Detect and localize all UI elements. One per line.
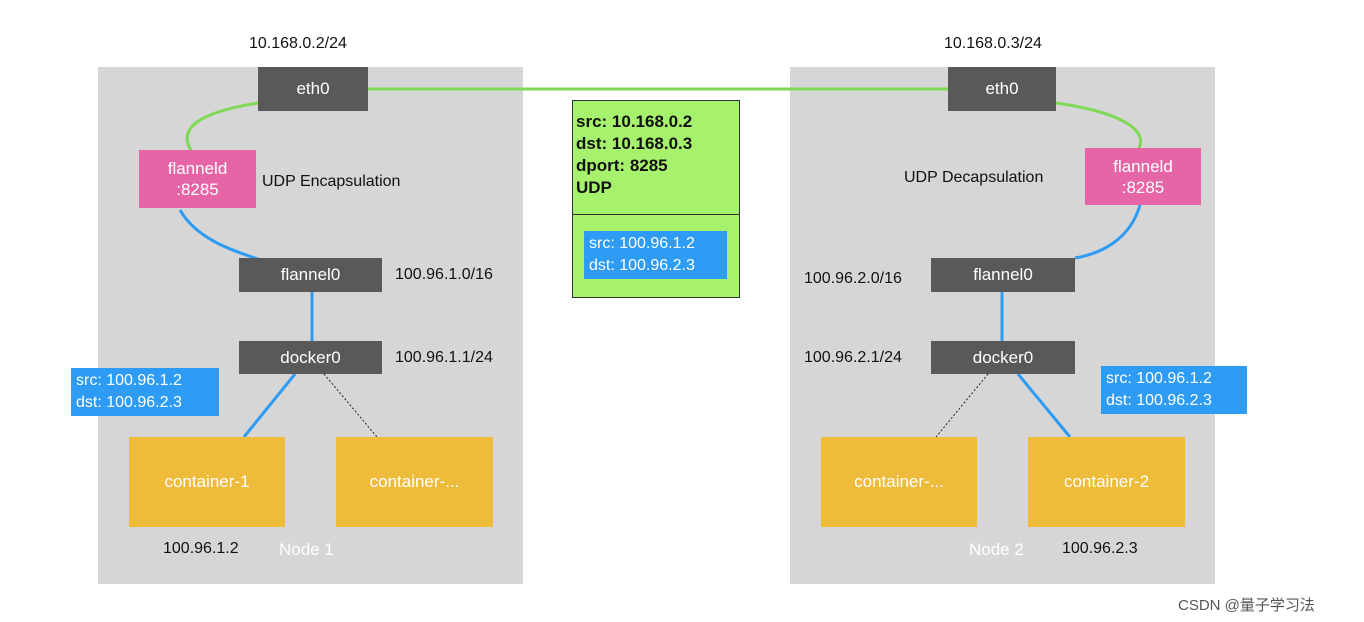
node1-flannel0: flannel0 bbox=[239, 258, 382, 292]
node2-container-2: container-2 bbox=[1028, 437, 1185, 527]
node1-eth0-flanneld-link bbox=[185, 101, 259, 153]
node1-flannel0-subnet: 100.96.1.0/16 bbox=[395, 266, 493, 283]
node1-ip-label: 10.168.0.2/24 bbox=[249, 35, 347, 52]
node1-docker0-subnet: 100.96.1.1/24 bbox=[395, 349, 493, 366]
node2-udp-label: UDP Decapsulation bbox=[904, 169, 1044, 186]
encapsulated-packet: src: 10.168.0.2 dst: 10.168.0.3 dport: 8… bbox=[572, 100, 740, 298]
node1-container-more: container-... bbox=[336, 437, 493, 527]
node2-packet-dst: dst: 100.96.2.3 bbox=[1106, 392, 1212, 409]
node2-ip-label: 10.168.0.3/24 bbox=[944, 35, 1042, 52]
node2-docker0-subnet: 100.96.2.1/24 bbox=[804, 349, 902, 366]
node2-container-more: container-... bbox=[821, 437, 977, 527]
packet-inner-dst: dst: 100.96.2.3 bbox=[589, 257, 695, 274]
node2-packet-label: src: 100.96.1.2 dst: 100.96.2.3 bbox=[1101, 366, 1247, 414]
node2-flanneld-flannel0-link bbox=[1074, 204, 1142, 260]
packet-inner-src: src: 100.96.1.2 bbox=[589, 235, 695, 252]
node1-container-1: container-1 bbox=[129, 437, 285, 527]
packet-outer-dst: dst: 10.168.0.3 bbox=[576, 134, 693, 153]
node2-flannel0: flannel0 bbox=[931, 258, 1075, 292]
node2-eth0: eth0 bbox=[948, 67, 1056, 111]
node1-packet-src: src: 100.96.1.2 bbox=[76, 372, 182, 389]
node1-packet-label: src: 100.96.1.2 dst: 100.96.2.3 bbox=[71, 368, 219, 416]
packet-divider bbox=[573, 214, 739, 215]
node2-flanneld: flanneld :8285 bbox=[1085, 148, 1201, 205]
node2-flanneld-name: flanneld bbox=[1113, 156, 1173, 176]
watermark: CSDN @量子学习法 bbox=[1178, 597, 1315, 614]
node2-docker0: docker0 bbox=[931, 341, 1075, 374]
node1-docker0: docker0 bbox=[239, 341, 382, 374]
node1-docker0-container-more-link bbox=[323, 373, 378, 438]
node1-flanneld-flannel0-link bbox=[178, 209, 259, 261]
node1-flanneld-name: flanneld bbox=[167, 159, 228, 178]
packet-outer-header: src: 10.168.0.2 dst: 10.168.0.3 dport: 8… bbox=[576, 111, 692, 199]
node1-udp-label: UDP Encapsulation bbox=[262, 173, 401, 190]
packet-outer-proto: UDP bbox=[576, 178, 612, 197]
node2-docker0-container-more-link bbox=[935, 373, 989, 438]
node1-flanneld-port: :8285 bbox=[176, 180, 219, 199]
node2-docker0-container2-link bbox=[1016, 373, 1072, 438]
packet-outer-src: src: 10.168.0.2 bbox=[576, 112, 693, 131]
node2-packet-src: src: 100.96.1.2 bbox=[1106, 370, 1212, 387]
node1-docker0-container1-link bbox=[242, 373, 297, 438]
node2-container-ip: 100.96.2.3 bbox=[1062, 540, 1138, 557]
node1-eth0: eth0 bbox=[258, 67, 368, 111]
node2-eth0-flanneld-link bbox=[1055, 101, 1143, 151]
node1-name: Node 1 bbox=[279, 540, 334, 559]
node2-flanneld-port: :8285 bbox=[1121, 177, 1165, 197]
packet-outer-dport: dport: 8285 bbox=[576, 156, 668, 175]
node1-container-ip: 100.96.1.2 bbox=[163, 540, 239, 557]
packet-inner-header: src: 100.96.1.2 dst: 100.96.2.3 bbox=[584, 231, 727, 279]
node1-packet-dst: dst: 100.96.2.3 bbox=[76, 394, 182, 411]
node2-name: Node 2 bbox=[969, 540, 1024, 559]
node2-flannel0-subnet: 100.96.2.0/16 bbox=[804, 270, 902, 287]
node1-flanneld: flanneld :8285 bbox=[139, 150, 256, 208]
